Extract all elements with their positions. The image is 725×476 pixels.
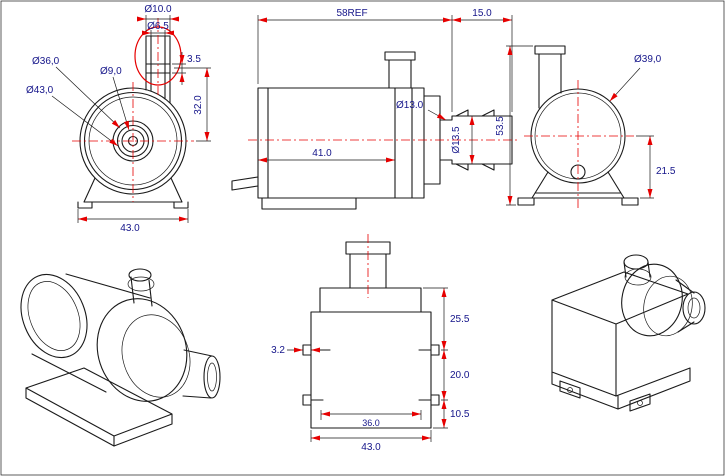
dim-front-dia36: Ø36,0 bbox=[32, 56, 60, 67]
iso-motor-end-ring bbox=[27, 281, 81, 351]
side-body-outline bbox=[257, 87, 425, 199]
side-view: 58REF 15.0 Ø13.0 Ø13.5 41.0 bbox=[231, 8, 520, 210]
dim-front-dia9: Ø9,0 bbox=[100, 66, 122, 77]
iso2-foot-hole bbox=[567, 387, 573, 393]
iso-volute-face bbox=[121, 314, 191, 398]
iso-base-plate bbox=[25, 367, 173, 447]
top-shoulder-outline bbox=[319, 287, 422, 313]
rear-centerlines bbox=[524, 80, 634, 208]
iso-top-stub-end bbox=[128, 268, 152, 282]
dim-top-10-5: 10.5 bbox=[450, 409, 470, 420]
dim-top-3-2: 3.2 bbox=[271, 345, 285, 356]
isometric-view-right bbox=[551, 254, 706, 412]
front-dimension-arrows bbox=[78, 16, 210, 222]
side-top-nozzle-outline bbox=[384, 51, 416, 89]
iso2-volute-cylinder bbox=[621, 263, 683, 337]
iso-outlet-lines bbox=[182, 349, 213, 399]
iso2-base-plate bbox=[551, 367, 691, 410]
rear-view: Ø39,0 53.5 21.5 bbox=[495, 45, 676, 208]
iso-outlet-end bbox=[203, 355, 221, 399]
dim-rear-53-5: 53.5 bbox=[495, 116, 506, 136]
top-mounting-tabs bbox=[302, 344, 440, 406]
iso-motor-end-cap bbox=[20, 273, 88, 359]
iso2-outlet-lines bbox=[675, 279, 695, 333]
rear-base-outline bbox=[517, 171, 639, 206]
dim-top-20: 20.0 bbox=[450, 370, 470, 381]
dim-top-43: 43.0 bbox=[361, 442, 381, 453]
dim-top-36: 36.0 bbox=[362, 418, 380, 428]
iso2-mounting-feet bbox=[559, 380, 651, 412]
dim-front-32: 32.0 bbox=[193, 95, 204, 115]
iso-top-stub-lines bbox=[130, 276, 153, 307]
iso-outlet-bore bbox=[207, 362, 217, 392]
iso2-outlet-bore bbox=[687, 297, 701, 319]
side-dimension-arrows bbox=[258, 17, 512, 164]
dim-top-25-5: 25.5 bbox=[450, 314, 470, 325]
dim-front-43: 43.0 bbox=[120, 223, 140, 234]
dim-front-dia6-5: Ø6.5 bbox=[147, 21, 169, 32]
dim-side-dia13-5: Ø13.5 bbox=[451, 126, 462, 154]
rear-dimension-arrows bbox=[507, 46, 653, 205]
dim-rear-dia39: Ø39,0 bbox=[634, 54, 662, 65]
dim-side-41: 41.0 bbox=[312, 148, 332, 159]
front-dimension-lines bbox=[51, 15, 211, 223]
iso-volute-housing bbox=[96, 298, 188, 402]
rear-dimension-lines bbox=[506, 45, 654, 206]
side-dimension-lines bbox=[257, 15, 513, 164]
dim-side-dia13: Ø13.0 bbox=[396, 100, 424, 111]
iso2-foot-hole bbox=[637, 400, 643, 406]
dim-side-15: 15.0 bbox=[472, 8, 492, 19]
dim-front-dia10: Ø10.0 bbox=[144, 4, 172, 15]
dim-front-dia43: Ø43,0 bbox=[26, 85, 54, 96]
iso2-volute-face bbox=[643, 275, 693, 337]
dim-front-3-5: 3.5 bbox=[187, 54, 201, 65]
side-cable-and-base-outline bbox=[231, 176, 357, 210]
iso-top-stub-lip bbox=[127, 276, 155, 292]
iso2-top-stub-lip bbox=[624, 268, 652, 286]
iso2-body-box bbox=[551, 271, 689, 397]
front-view: Ø10.0 Ø6.5 Ø36,0 Ø43,0 Ø9,0 3.5 32.0 43.… bbox=[26, 4, 211, 234]
iso2-outlet-end bbox=[682, 291, 706, 325]
top-body-outline bbox=[310, 311, 432, 429]
rear-top-nozzle-outline bbox=[534, 45, 566, 109]
top-view: 25.5 3.2 20.0 36.0 10.5 43.0 bbox=[271, 234, 470, 453]
isometric-view-left bbox=[20, 268, 221, 447]
front-centerlines bbox=[72, 18, 194, 202]
dim-side-58ref: 58REF bbox=[336, 8, 367, 19]
iso2-top-stub-end bbox=[623, 254, 649, 270]
dim-rear-21-5: 21.5 bbox=[656, 166, 676, 177]
